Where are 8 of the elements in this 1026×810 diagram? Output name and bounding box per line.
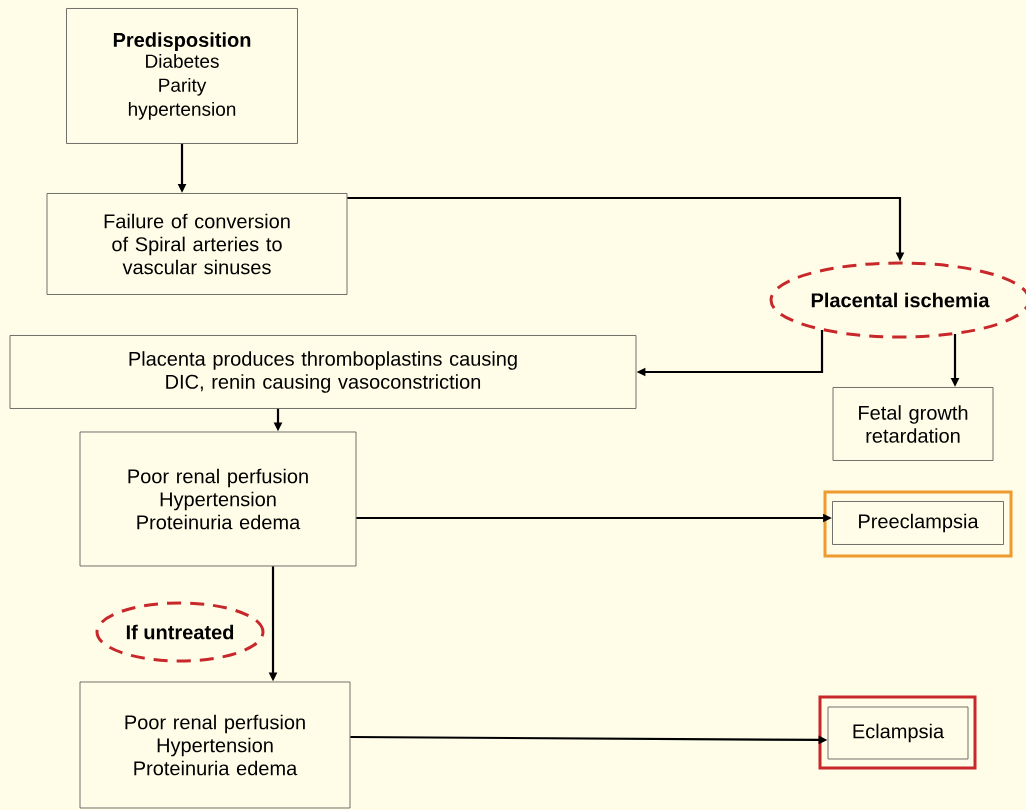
process-box: Poor renal perfusion Hypertension Proteinuria edema: [79, 431, 357, 567]
predisposition-box: Predisposition Diabetes Parity hypertension: [66, 8, 298, 144]
process-box: Failure of conversion of Spiral arteries to vascular sinuses: [46, 193, 348, 295]
process-box: Poor renal perfusion Hypertension Proteinuria edema: [79, 681, 351, 809]
outcome-box: Fetal growth retardation: [832, 387, 994, 461]
process-box: Placenta produces thromboplastins causing DIC, renin causing vasoconstriction: [9, 335, 637, 409]
diagnosis-box: Eclampsia: [818, 695, 977, 770]
diagnosis-box: Preeclampsia: [823, 490, 1013, 558]
